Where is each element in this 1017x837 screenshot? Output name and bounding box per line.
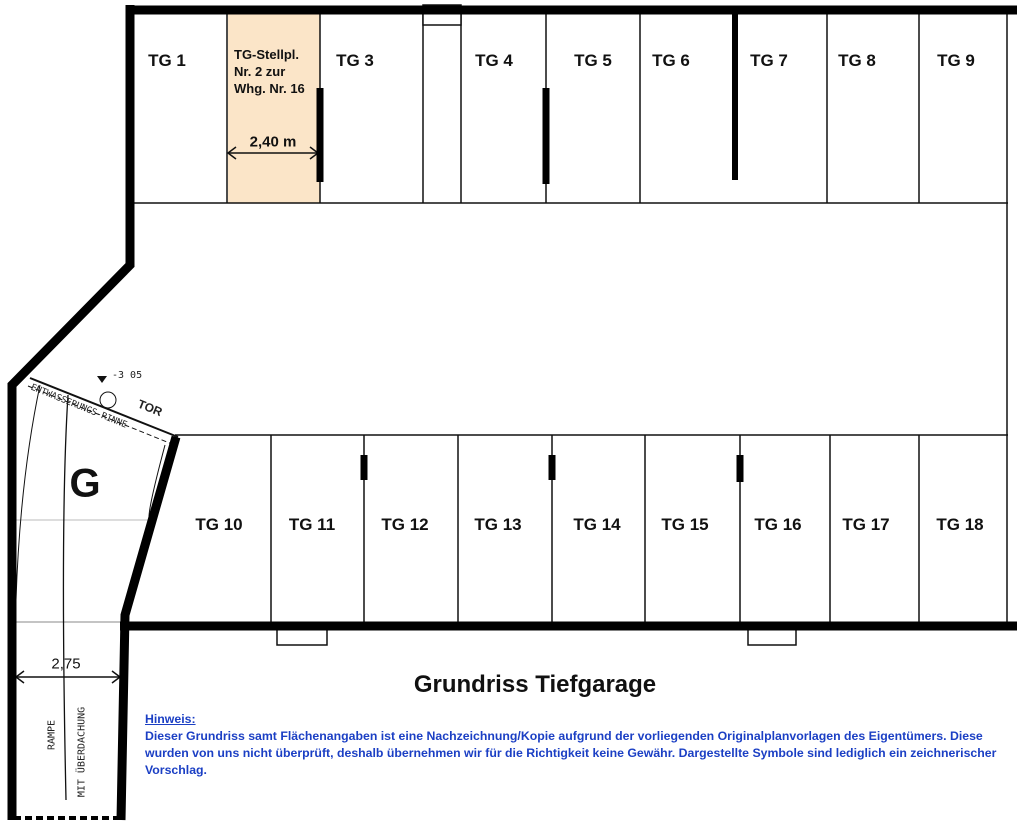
- parking-stall-label: TG 4: [475, 51, 513, 70]
- parking-stall-label: TG 12: [381, 515, 429, 534]
- stall-width-label: 2,40 m: [249, 133, 297, 151]
- parking-stall-label: TG 13: [474, 515, 522, 534]
- note-heading: Hinweis:: [145, 712, 196, 726]
- parking-stall-label: TG 10: [195, 515, 243, 534]
- roof-text: MIT ÜBERDACHUNG: [76, 706, 88, 798]
- parking-stall-label: TG 5: [574, 51, 612, 70]
- level-label: -3 05: [112, 370, 143, 381]
- highlighted-stall-label: TG-Stellpl. Nr. 2 zur Whg. Nr. 16: [234, 47, 305, 96]
- parking-stall-label: TG 6: [652, 51, 690, 70]
- ramp-width-label: 2,75: [51, 655, 81, 673]
- level-marker-icon: [97, 376, 107, 383]
- parking-stall-label: TG 17: [842, 515, 890, 534]
- parking-stall-label: TG 18: [936, 515, 984, 534]
- parking-stall-label: TG 1: [148, 51, 186, 70]
- disclaimer-note: Hinweis: Dieser Grundriss samt Flächenan…: [145, 711, 1015, 779]
- parking-stall-label: TG 9: [937, 51, 975, 70]
- highlighted-stall-fill: [228, 14, 320, 203]
- parking-stall-label: TG 15: [661, 515, 709, 534]
- parking-stall-label: TG 16: [754, 515, 802, 534]
- parking-stall-label: TG 14: [573, 515, 621, 534]
- parking-stall-label: TG 7: [750, 51, 788, 70]
- walls: [7, 5, 1017, 821]
- ramp-text: RAMPE: [46, 719, 58, 751]
- parking-stall-label: TG 8: [838, 51, 876, 70]
- parking-stall-label: TG 3: [336, 51, 374, 70]
- plan-title: Grundriss Tiefgarage: [413, 671, 657, 698]
- note-text: Dieser Grundriss samt Flächenangaben ist…: [145, 729, 997, 777]
- parking-stall-label: TG 11: [288, 515, 336, 534]
- stall-lines: [14, 4, 1008, 801]
- ramp-letter: G: [69, 461, 101, 506]
